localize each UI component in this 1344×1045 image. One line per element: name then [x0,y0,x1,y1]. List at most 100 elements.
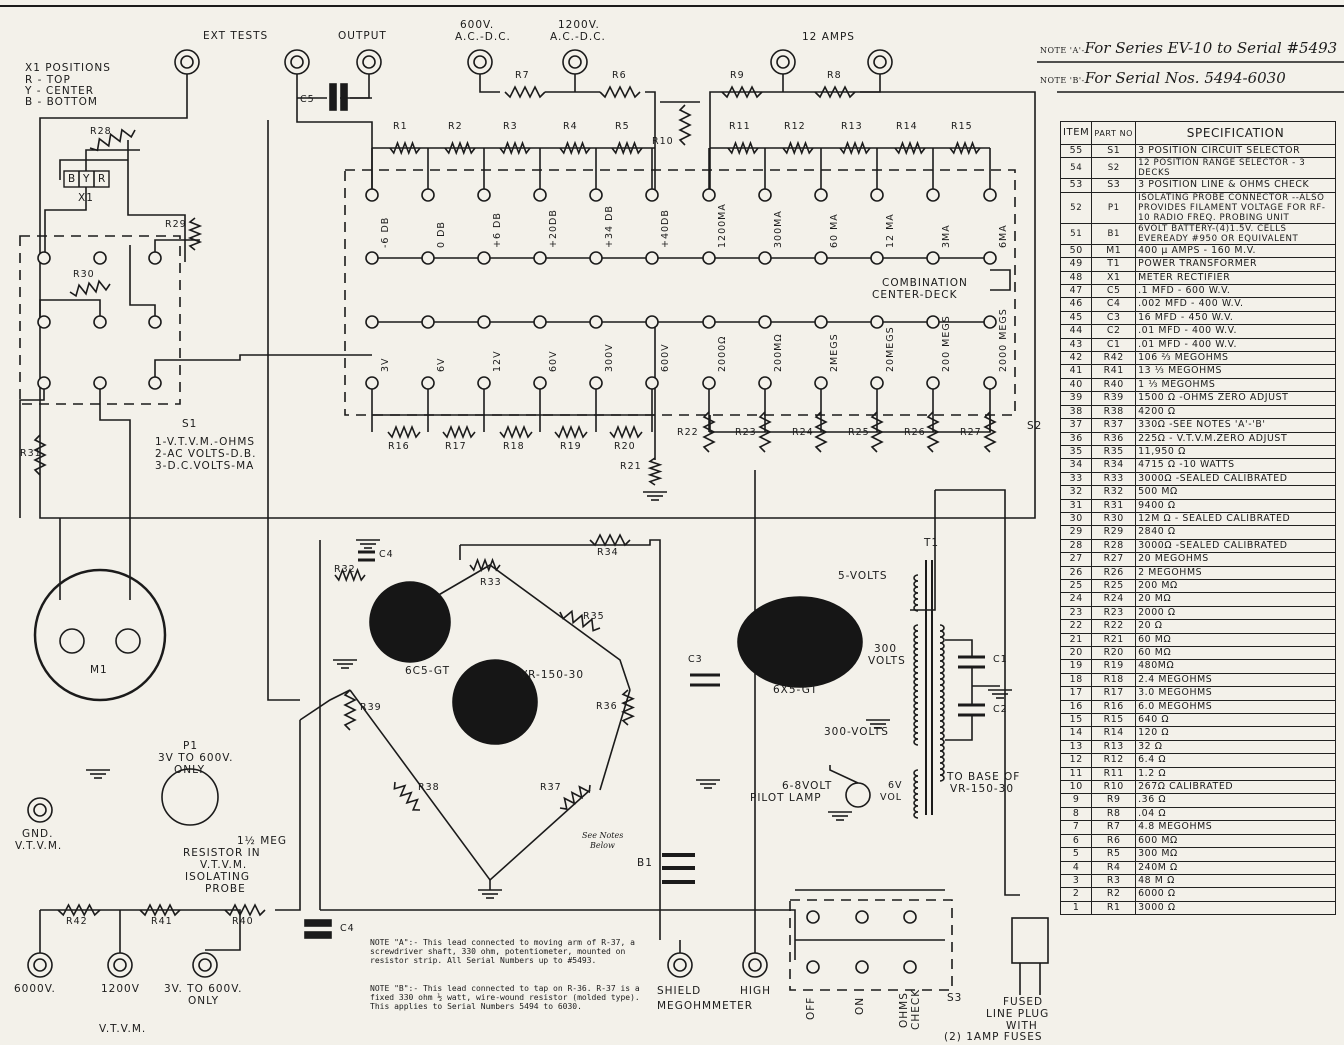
coil-turn [913,624,919,632]
terminal-lug [814,315,828,329]
spec-cell: 32 Ω [1135,739,1336,755]
component-label: R1 [393,121,408,132]
spec-cell: 600 MΩ [1135,833,1336,849]
spec-cell: POWER TRANSFORMER [1135,257,1336,272]
item-cell: 47 [1059,284,1093,299]
jack-center [198,958,212,972]
spec-cell: 48 M Ω [1135,873,1336,889]
coil-turn [913,805,919,813]
item-cell: 19 [1059,659,1093,674]
component-label: R12 [784,121,806,132]
coil-turn [913,793,919,801]
part-cell: R28 [1091,538,1137,554]
resistor-zigzag [589,533,631,547]
coil-turn [939,630,945,638]
spec-cell: 1.2 Ω [1135,766,1336,782]
spec-cell: 2.4 MEGOHMS [1135,672,1336,688]
spec-cell: 13 ⅓ MEGOHMS [1135,364,1336,379]
resistor-zigzag [224,903,266,917]
resistor-zigzag [444,140,476,156]
part-cell: R29 [1091,525,1137,540]
note-b-tag: NOTE 'B'- [1040,76,1085,85]
item-cell: 7 [1059,820,1093,835]
x1-y: Y [83,173,91,185]
part-cell: R9 [1091,793,1137,808]
spec-header-item: ITEM [1059,121,1093,145]
jack-center [113,958,127,972]
resistor-zigzag [33,434,47,476]
item-cell: 11 [1059,766,1093,782]
spec-cell: ISOLATING PROBE CONNECTOR --ALSO PROVIDE… [1135,191,1336,224]
spec-cell: 6VOLT BATTERY-(4)1.5V. CELLS EVEREADY #9… [1135,222,1336,245]
spec-cell: .002 MFD - 400 W.V. [1135,297,1336,312]
item-cell: 23 [1059,605,1093,621]
terminal-lug [365,251,379,265]
p1-only: ONLY [174,764,205,776]
pilot-lamp-1: 6-8VOLT [782,780,833,792]
coil-turn [913,684,919,692]
item-cell: 31 [1059,498,1093,513]
deck-top-range-label: 0 DB [436,221,447,248]
ohms-label: OHMS [898,992,910,1028]
item-cell: 33 [1059,471,1093,487]
note-b-text: NOTE "B":- This lead connected to tap on… [370,984,640,1012]
part-cell: S2 [1091,157,1137,180]
coil-turn [913,672,919,680]
jack-center [673,958,687,972]
item-cell: 39 [1059,391,1093,406]
terminal-lug [814,251,828,265]
resistor-zigzag [758,411,772,453]
part-cell: R30 [1091,511,1137,527]
fused-plug-1: FUSED [1003,996,1044,1008]
coil-turn [913,738,919,746]
deck-bottom-range-label: 600V [660,343,671,372]
s1-item-3: 3-D.C.VOLTS-MA [155,460,255,472]
resistor-zigzag [187,217,203,251]
part-cell: C4 [1091,297,1137,312]
item-cell: 34 [1059,458,1093,473]
terminal-lug [814,376,828,390]
terminal-lug [93,251,107,265]
deck-top-range-label: +20DB [548,209,559,248]
item-cell: 52 [1059,191,1093,224]
spec-cell: 2840 Ω [1135,525,1336,540]
coil-turn [939,750,945,758]
component-label: R36 [596,701,618,712]
six-v-label-2: VOL [880,792,903,803]
item-cell: 40 [1059,377,1093,393]
part-cell: S3 [1091,178,1137,193]
resistor-zigzag [870,411,884,453]
component-label: R39 [360,702,382,713]
terminal-lug [926,376,940,390]
jack-center [33,803,47,817]
coil-turn [913,720,919,728]
check-label: CHECK [910,988,922,1030]
resistor-zigzag [57,903,101,917]
item-cell: 55 [1059,143,1093,159]
deck-bottom-range-label: 12V [492,350,503,372]
deck-top-range-label: 60 MA [829,213,840,248]
terminal-lug [855,960,869,974]
spec-cell: 500 MΩ [1135,485,1336,500]
spec-cell: 16 MFD - 450 W.V. [1135,310,1336,326]
terminal-lug [148,315,162,329]
coil-turn [913,586,919,594]
coil-turn [913,678,919,686]
combination-deck-label-1: COMBINATION [882,277,968,289]
spec-cell: 200 MΩ [1135,578,1336,594]
terminal-lug [421,251,435,265]
terminal-lug [477,315,491,329]
spec-header-spec: SPECIFICATION [1135,121,1336,145]
jack-only-label: ONLY [188,995,219,1007]
item-cell: 49 [1059,257,1093,272]
part-cell: X1 [1091,270,1137,286]
